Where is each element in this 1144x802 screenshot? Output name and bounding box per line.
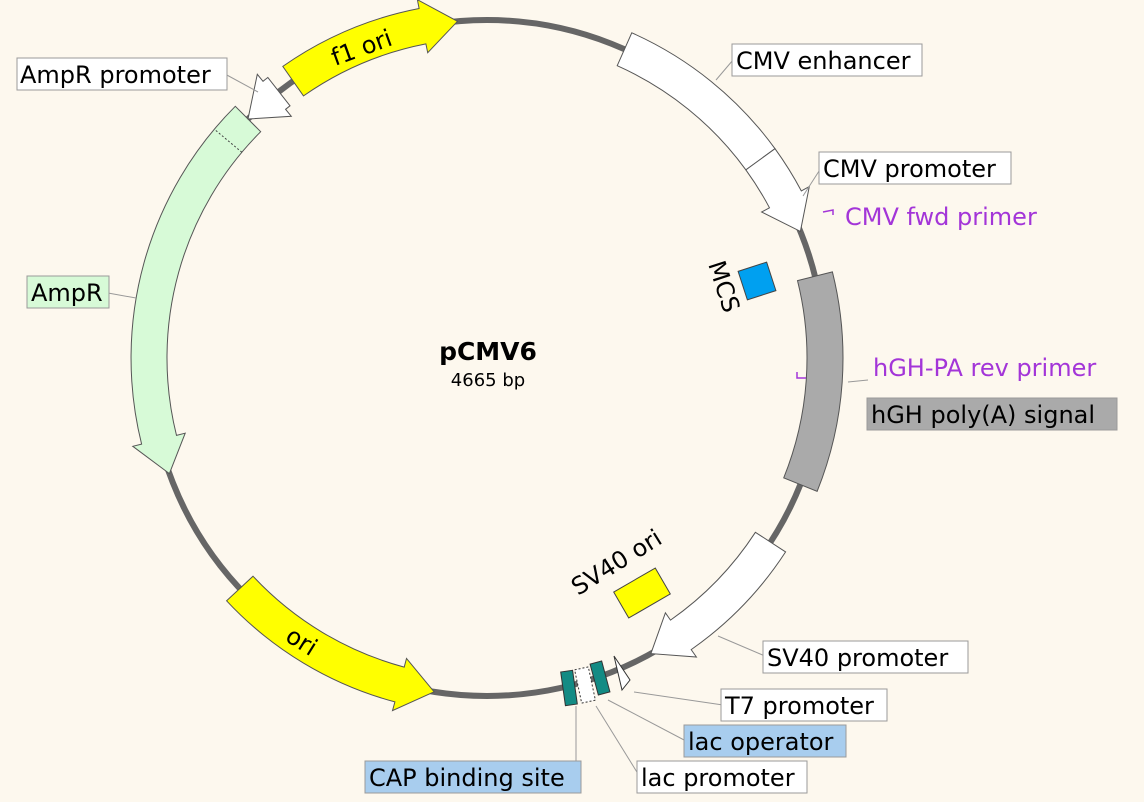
label-lac-operator[interactable]: lac operator xyxy=(683,724,847,758)
label-mcs[interactable]: MCS xyxy=(702,257,745,316)
svg-text:CMV promoter: CMV promoter xyxy=(823,155,996,183)
mcs-marker[interactable] xyxy=(737,261,777,301)
ampr-feature[interactable] xyxy=(130,105,262,475)
lac-operator-marker[interactable] xyxy=(589,660,611,696)
label-cap-binding-site[interactable]: CAP binding site xyxy=(364,760,582,794)
label-cmv-enhancer[interactable]: CMV enhancer xyxy=(731,43,923,77)
t7-promoter-marker[interactable] xyxy=(613,655,631,692)
svg-text:AmpR: AmpR xyxy=(31,279,103,307)
f1-ori-feature[interactable] xyxy=(282,0,459,97)
svg-text:T7 promoter: T7 promoter xyxy=(724,692,874,720)
label-cmv-fwd-primer[interactable]: CMV fwd primer xyxy=(845,203,1037,231)
label-lac-promoter[interactable]: lac promoter xyxy=(636,760,808,794)
label-hgh-pa-rev-primer[interactable]: hGH-PA rev primer xyxy=(873,354,1096,382)
ori-feature[interactable] xyxy=(225,575,435,712)
sv40-promoter-feature[interactable] xyxy=(650,531,787,658)
label-sv40-promoter[interactable]: SV40 promoter xyxy=(762,640,969,674)
cmv-promoter-feature[interactable] xyxy=(745,148,810,233)
plasmid-size: 4665 bp xyxy=(451,370,525,391)
ampr-promoter-feature[interactable] xyxy=(247,73,293,120)
label-ampr-promoter[interactable]: AmpR promoter xyxy=(16,57,228,91)
ampr-divider xyxy=(213,128,243,153)
sv40-ori-marker[interactable] xyxy=(613,567,671,619)
svg-text:CMV enhancer: CMV enhancer xyxy=(736,47,911,75)
label-ampr[interactable]: AmpR xyxy=(26,275,110,309)
svg-text:lac operator: lac operator xyxy=(688,728,834,756)
svg-text:lac promoter: lac promoter xyxy=(641,764,795,792)
label-cmv-promoter[interactable]: CMV promoter xyxy=(818,151,1012,185)
cap-binding-site-marker[interactable] xyxy=(560,669,578,707)
svg-text:SV40 promoter: SV40 promoter xyxy=(767,644,948,672)
svg-text:hGH poly(A) signal: hGH poly(A) signal xyxy=(871,401,1095,429)
svg-text:CAP binding site: CAP binding site xyxy=(369,764,565,792)
label-hgh-polya[interactable]: hGH poly(A) signal xyxy=(866,397,1118,431)
lac-promoter-marker[interactable] xyxy=(574,666,596,704)
plasmid-name: pCMV6 xyxy=(439,337,537,366)
hgh-pa-rev-primer-mark xyxy=(796,372,806,379)
label-t7-promoter[interactable]: T7 promoter xyxy=(720,688,888,722)
hgh-polya-feature[interactable] xyxy=(783,271,844,493)
cmv-fwd-primer-mark xyxy=(822,209,834,215)
svg-text:AmpR promoter: AmpR promoter xyxy=(20,61,211,89)
leader-lines xyxy=(107,59,869,778)
